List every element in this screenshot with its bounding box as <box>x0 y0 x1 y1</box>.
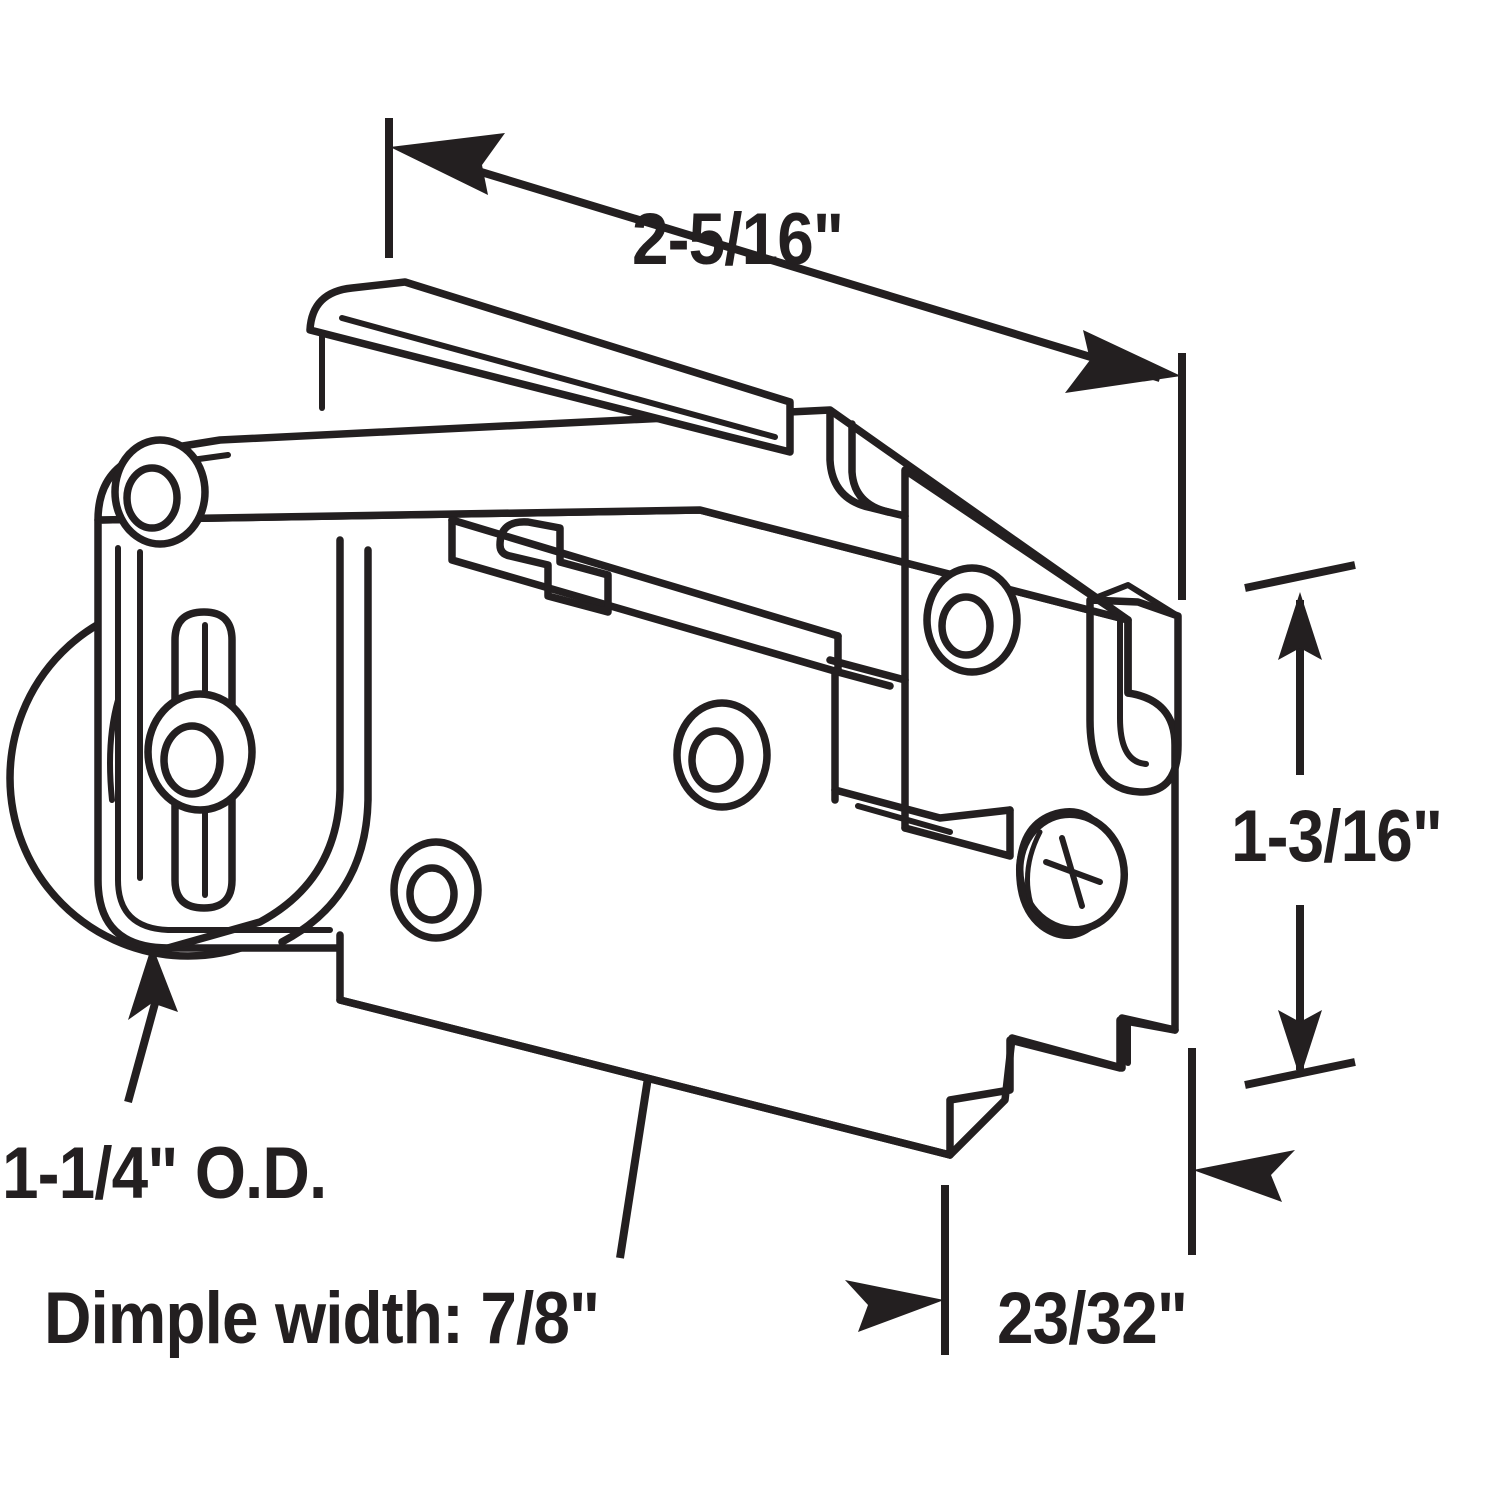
left-panel-rounded-step <box>164 536 344 952</box>
phillips-screw <box>1015 808 1129 940</box>
dimension-label-dimple-width: Dimple width: 7/8" <box>44 1278 600 1359</box>
dimension-label-width: 2-5/16" <box>632 199 844 280</box>
rail-tab-crease <box>339 315 778 440</box>
right-end-block <box>826 512 1014 860</box>
hook-outline <box>1086 596 1182 796</box>
ledge-top-edge <box>448 516 842 640</box>
leader-line-od <box>124 983 164 1104</box>
arrow-head-up <box>1278 592 1322 660</box>
dimension-line <box>423 151 1162 382</box>
hook-tab <box>1086 582 1182 796</box>
hook-inner-wall <box>1117 611 1149 767</box>
arrow-head-down <box>1278 1010 1322 1078</box>
screw-cross-slot-2 <box>1059 835 1085 909</box>
hole-inner <box>688 727 744 793</box>
hole-inner <box>938 593 994 659</box>
hole-inner <box>406 864 458 924</box>
left-panel-rounded-step-2 <box>278 546 372 946</box>
bottom-front-edge <box>336 996 954 1159</box>
dimension-height <box>1244 561 1356 1089</box>
lower-left-hole <box>390 838 482 942</box>
arrow-head-right <box>1065 330 1181 393</box>
arrow-head-inward-right <box>1193 1150 1295 1202</box>
dimension-label-height: 1-3/16" <box>1231 796 1443 877</box>
arrow-head-inward-left <box>845 1280 944 1332</box>
hook-top-facet <box>1087 582 1181 619</box>
dimension-thickness <box>845 1048 1295 1355</box>
dimension-width <box>385 118 1186 600</box>
housing-left-panel <box>107 536 372 952</box>
keyway-outline <box>496 518 612 616</box>
screw-shoulder-arc <box>1025 829 1043 925</box>
right-shoulder <box>826 408 1132 697</box>
right-block-trough <box>831 786 1014 822</box>
keyway-notch <box>496 518 612 616</box>
leader-outer-diameter <box>124 945 178 1104</box>
top-rail-tab <box>306 278 794 456</box>
shoulder-profile <box>826 408 1132 697</box>
extension-line-top <box>1244 561 1356 592</box>
hole-inner <box>160 722 224 798</box>
dimple-hole <box>673 699 771 811</box>
bottom-notch <box>946 1014 1179 1159</box>
ledge-under-edge <box>834 668 894 690</box>
ledge-front-edge <box>448 516 842 676</box>
left-panel-edge-3 <box>107 697 121 803</box>
upper-left-hole <box>111 436 209 548</box>
right-block-trough-lower <box>855 803 953 835</box>
dimension-label-thickness: 23/32" <box>997 1278 1188 1359</box>
housing-bottom-edge <box>336 996 954 1159</box>
arrow-head-od <box>128 945 178 1020</box>
upper-right-hole <box>923 564 1021 676</box>
right-block-base <box>901 806 1014 860</box>
arrow-head-left <box>390 133 505 195</box>
hole-inner <box>123 464 181 532</box>
slot-rivet-hole <box>144 690 256 814</box>
interior-ledge <box>448 516 894 690</box>
shoulder-inner-edge <box>848 420 892 516</box>
dimension-label-outer-diameter: 1-1/4" O.D. <box>2 1133 327 1214</box>
left-panel-edge-outer <box>115 545 333 933</box>
right-block-inner-top <box>826 656 909 684</box>
